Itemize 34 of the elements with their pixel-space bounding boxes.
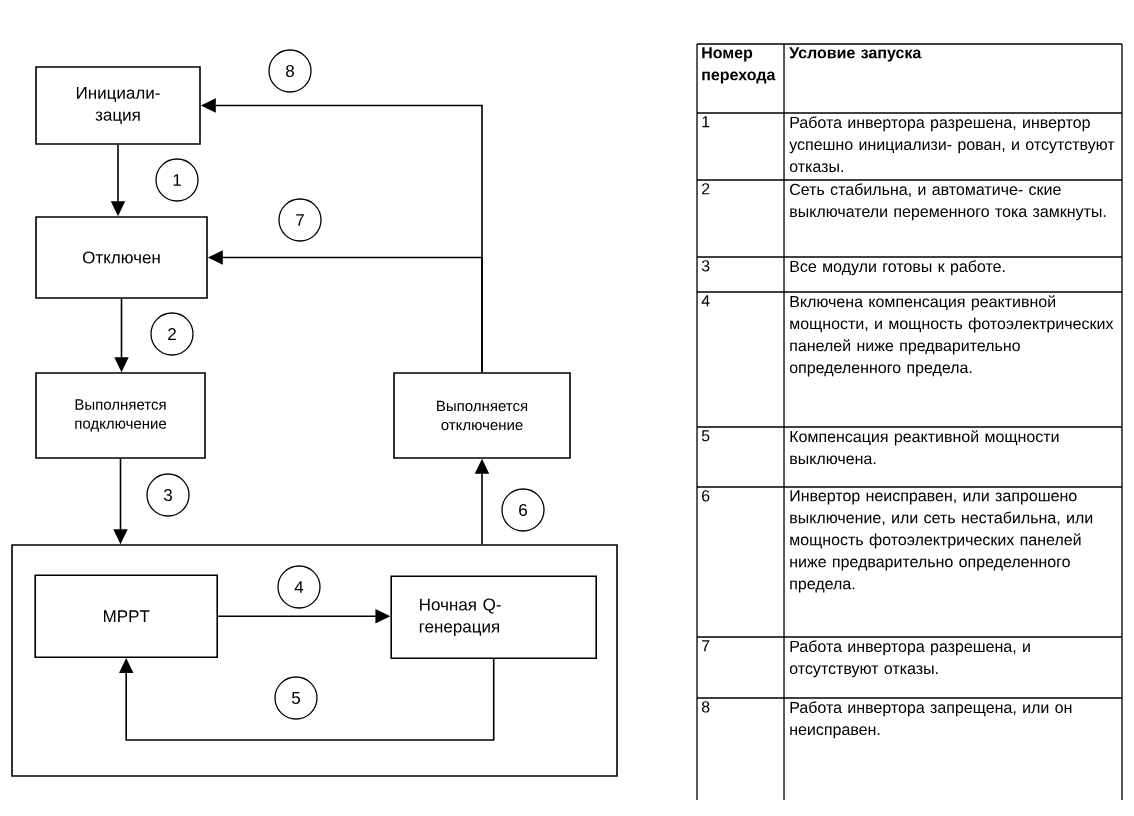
table-cell: 8 — [701, 701, 710, 713]
table-header: Условие запуска — [789, 47, 922, 62]
state-box: Выполняется подключение — [35, 372, 206, 459]
table-cell: 1 — [702, 116, 710, 128]
arrow — [119, 658, 495, 741]
table-cell: Работа инвертора разрешена, инвертор успешно инициализи- рован, и отсутствуют отказы. — [789, 116, 1115, 173]
table-cell: Инвертор неисправен, или запрошено выключение, или сеть нестабильна, или мощность фотоэлектрических панелей ниже предварительно определенного предела. — [790, 490, 1093, 593]
state-box: Отключен — [35, 216, 208, 299]
table-cell: Сеть стабильна, и автоматиче- ские выключатели переменного тока замкнуты. — [790, 183, 1106, 221]
table-cell: 7 — [702, 640, 710, 652]
state-box: Инициали- зация — [35, 66, 201, 145]
edge-label: 6 — [501, 488, 545, 532]
edge-label: 3 — [146, 473, 190, 517]
state-box: MPPT — [34, 574, 218, 658]
group-box — [11, 544, 618, 777]
edge-label: 5 — [274, 676, 318, 720]
edge-label: 8 — [268, 49, 312, 93]
edge-label: 4 — [277, 565, 321, 609]
table-cell: 6 — [702, 490, 710, 502]
table-cell: Все модули готовы к работе. — [790, 260, 1005, 276]
edge-label: 2 — [150, 312, 194, 356]
table-cell: Включена компенсация реактивной мощности, и мощность фотоэлектрических панелей ниже предварительно определенного предела. — [789, 295, 1114, 377]
edge-label: 1 — [155, 158, 199, 202]
table-cell: 5 — [701, 430, 710, 442]
table-header: Номер перехода — [702, 47, 776, 84]
table-cell: 3 — [701, 260, 710, 272]
table-cell: Работа инвертора разрешена, и отсутствуют отказы. — [789, 640, 1030, 678]
edge-label: 7 — [278, 198, 322, 242]
table-cell: 4 — [701, 295, 710, 307]
state-box: Выполняется отключение — [393, 372, 571, 459]
table-cell: Работа инвертора запрещена, или он неисправен. — [790, 701, 1072, 739]
state-box: Ночная Q- генерация — [390, 575, 597, 659]
table-cell: Компенсация реактивной мощности выключена. — [790, 430, 1059, 465]
table-cell: 2 — [702, 183, 710, 195]
